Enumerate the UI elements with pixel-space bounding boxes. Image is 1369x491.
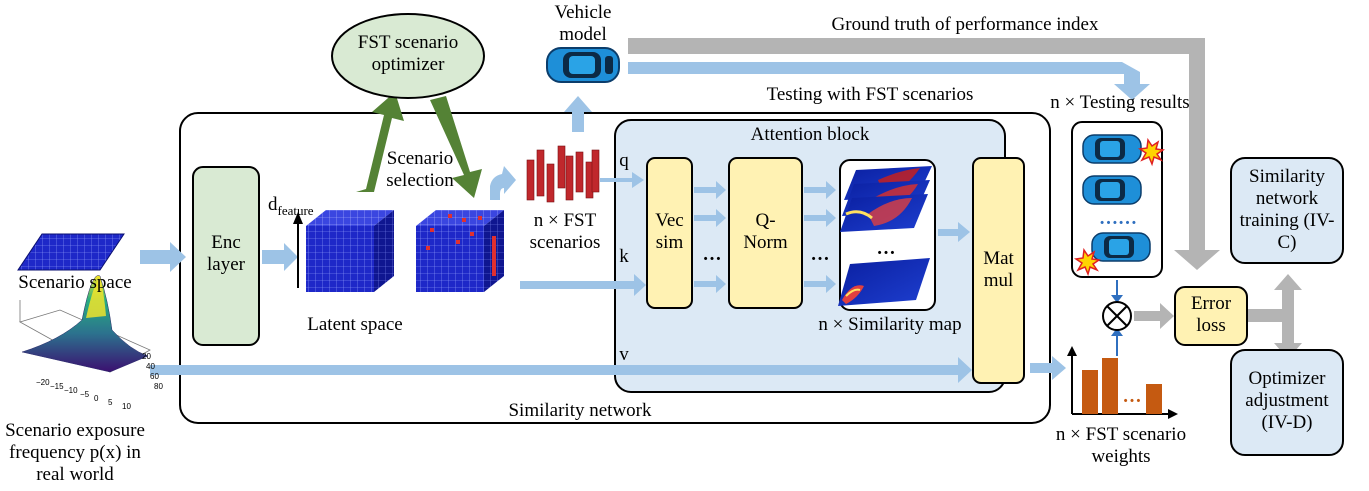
latent-cube [306, 210, 394, 292]
tick-x-3: −5 [80, 390, 90, 399]
similarity-map-stack [838, 166, 932, 306]
weights-bar-chart [1067, 346, 1178, 419]
mat-mul-box [972, 157, 1025, 384]
error-loss-label: Error loss [1190, 293, 1232, 336]
space-to-enc-arrow [140, 242, 186, 272]
ellipsis-3: … [876, 238, 896, 259]
testing-dots: …… [1099, 208, 1137, 229]
latent-to-optimizer-arrow [356, 92, 404, 192]
test-car-1 [1082, 134, 1142, 164]
weight-bar-3 [1146, 384, 1162, 414]
tick-x-6: 10 [122, 402, 131, 411]
crash-icon-1 [1137, 137, 1166, 167]
testing-arrow [628, 62, 1150, 100]
test-car-3 [1091, 232, 1151, 262]
scenarios-to-vehicle-arrow [564, 96, 592, 132]
tick-x-5: 5 [108, 398, 113, 407]
selection-cube [416, 210, 504, 292]
optimizer-adjustment-label: Optimizer adjustment (IV-D) [1245, 368, 1329, 433]
k-arrow [520, 274, 646, 296]
surface-y-ticks: 20 40 60 80 [140, 352, 170, 402]
matmul-to-weights-arrow [1030, 356, 1066, 380]
tick-x-1: −15 [50, 382, 64, 391]
d-feature-main: d [268, 194, 278, 215]
attention-block-label: Attention block [750, 124, 870, 145]
testing-with-fst-label: Testing with FST scenarios [766, 84, 974, 105]
testing-results-label: n × Testing results [1050, 92, 1190, 113]
similarity-network-label: Similarity network [508, 400, 652, 421]
scenario-space-grid [17, 233, 125, 271]
vec-sim-label: Vec sim [655, 210, 684, 253]
weights-dots: … [1122, 386, 1142, 407]
ellipsis-2: … [810, 244, 830, 265]
tick-y-1: 40 [146, 362, 155, 371]
d-feature-sub: feature [277, 202, 314, 218]
weight-bar-1 [1082, 370, 1098, 414]
tick-x-0: −20 [36, 378, 50, 387]
scenario-space-label: Scenario space [18, 272, 132, 293]
d-feature-label: dfeature [268, 194, 338, 222]
weight-bar-2 [1102, 358, 1118, 414]
loss-branch-arrow [1248, 274, 1302, 359]
vehicle-model-label: Vehicle model [554, 2, 612, 45]
fst-optimizer-ellipse [331, 13, 485, 99]
vec-sim-box [646, 157, 693, 309]
fst-optimizer-label: FST scenario optimizer [357, 32, 459, 75]
similarity-training-label: Similarity network training (IV-C) [1239, 166, 1335, 253]
enc-to-latent-arrow [262, 243, 298, 271]
selection-to-fst-arrow [490, 166, 516, 200]
enc-layer-label: Enc layer [207, 232, 245, 275]
similarity-map-label: n × Similarity map [818, 314, 962, 335]
ground-truth-label: Ground truth of performance index [831, 14, 1099, 35]
tick-x-4: 0 [94, 394, 99, 403]
vehicle-car [546, 47, 620, 83]
q-label: q [619, 150, 629, 171]
similarity-training-box [1230, 157, 1344, 264]
similarity-network-frame [179, 112, 1051, 424]
optimizer-adjustment-box [1230, 349, 1344, 456]
latent-space-label: Latent space [307, 314, 403, 335]
exposure-label: Scenario exposure frequency p(x) in real… [5, 420, 145, 485]
tick-x-2: −10 [64, 386, 78, 395]
v-arrow [150, 357, 972, 383]
crash-icon-2 [1073, 247, 1102, 277]
fst-weights-label: n × FST scenario weights [1055, 424, 1187, 467]
fst-scenarios-label: n × FST scenarios [529, 210, 601, 253]
q-arrow [600, 172, 644, 188]
vecsim-to-qnorm-arrows [694, 181, 970, 293]
test-car-2 [1082, 175, 1142, 205]
q-norm-label: Q-Norm [743, 210, 788, 253]
tick-y-0: 20 [142, 352, 151, 361]
exposure-surface-plot [18, 275, 151, 373]
multiply-icon [1102, 301, 1132, 331]
mat-mul-label: Mat mul [983, 248, 1014, 291]
q-norm-box [728, 157, 803, 309]
error-loss-box [1174, 286, 1248, 346]
tick-y-2: 60 [150, 372, 159, 381]
k-label: k [619, 246, 629, 267]
multiply-to-loss-arrow [1134, 303, 1174, 329]
surface-x-ticks: −20 −15 −10 −5 0 5 10 [36, 378, 146, 418]
scenario-selection-label: Scenario selection [386, 148, 454, 191]
enc-layer-box [192, 166, 260, 346]
fst-scenario-stacks [526, 145, 600, 203]
optimizer-to-selection-arrow [430, 96, 482, 198]
tick-y-3: 80 [154, 382, 163, 391]
v-label: v [619, 344, 629, 365]
ellipsis-1: … [702, 244, 722, 265]
